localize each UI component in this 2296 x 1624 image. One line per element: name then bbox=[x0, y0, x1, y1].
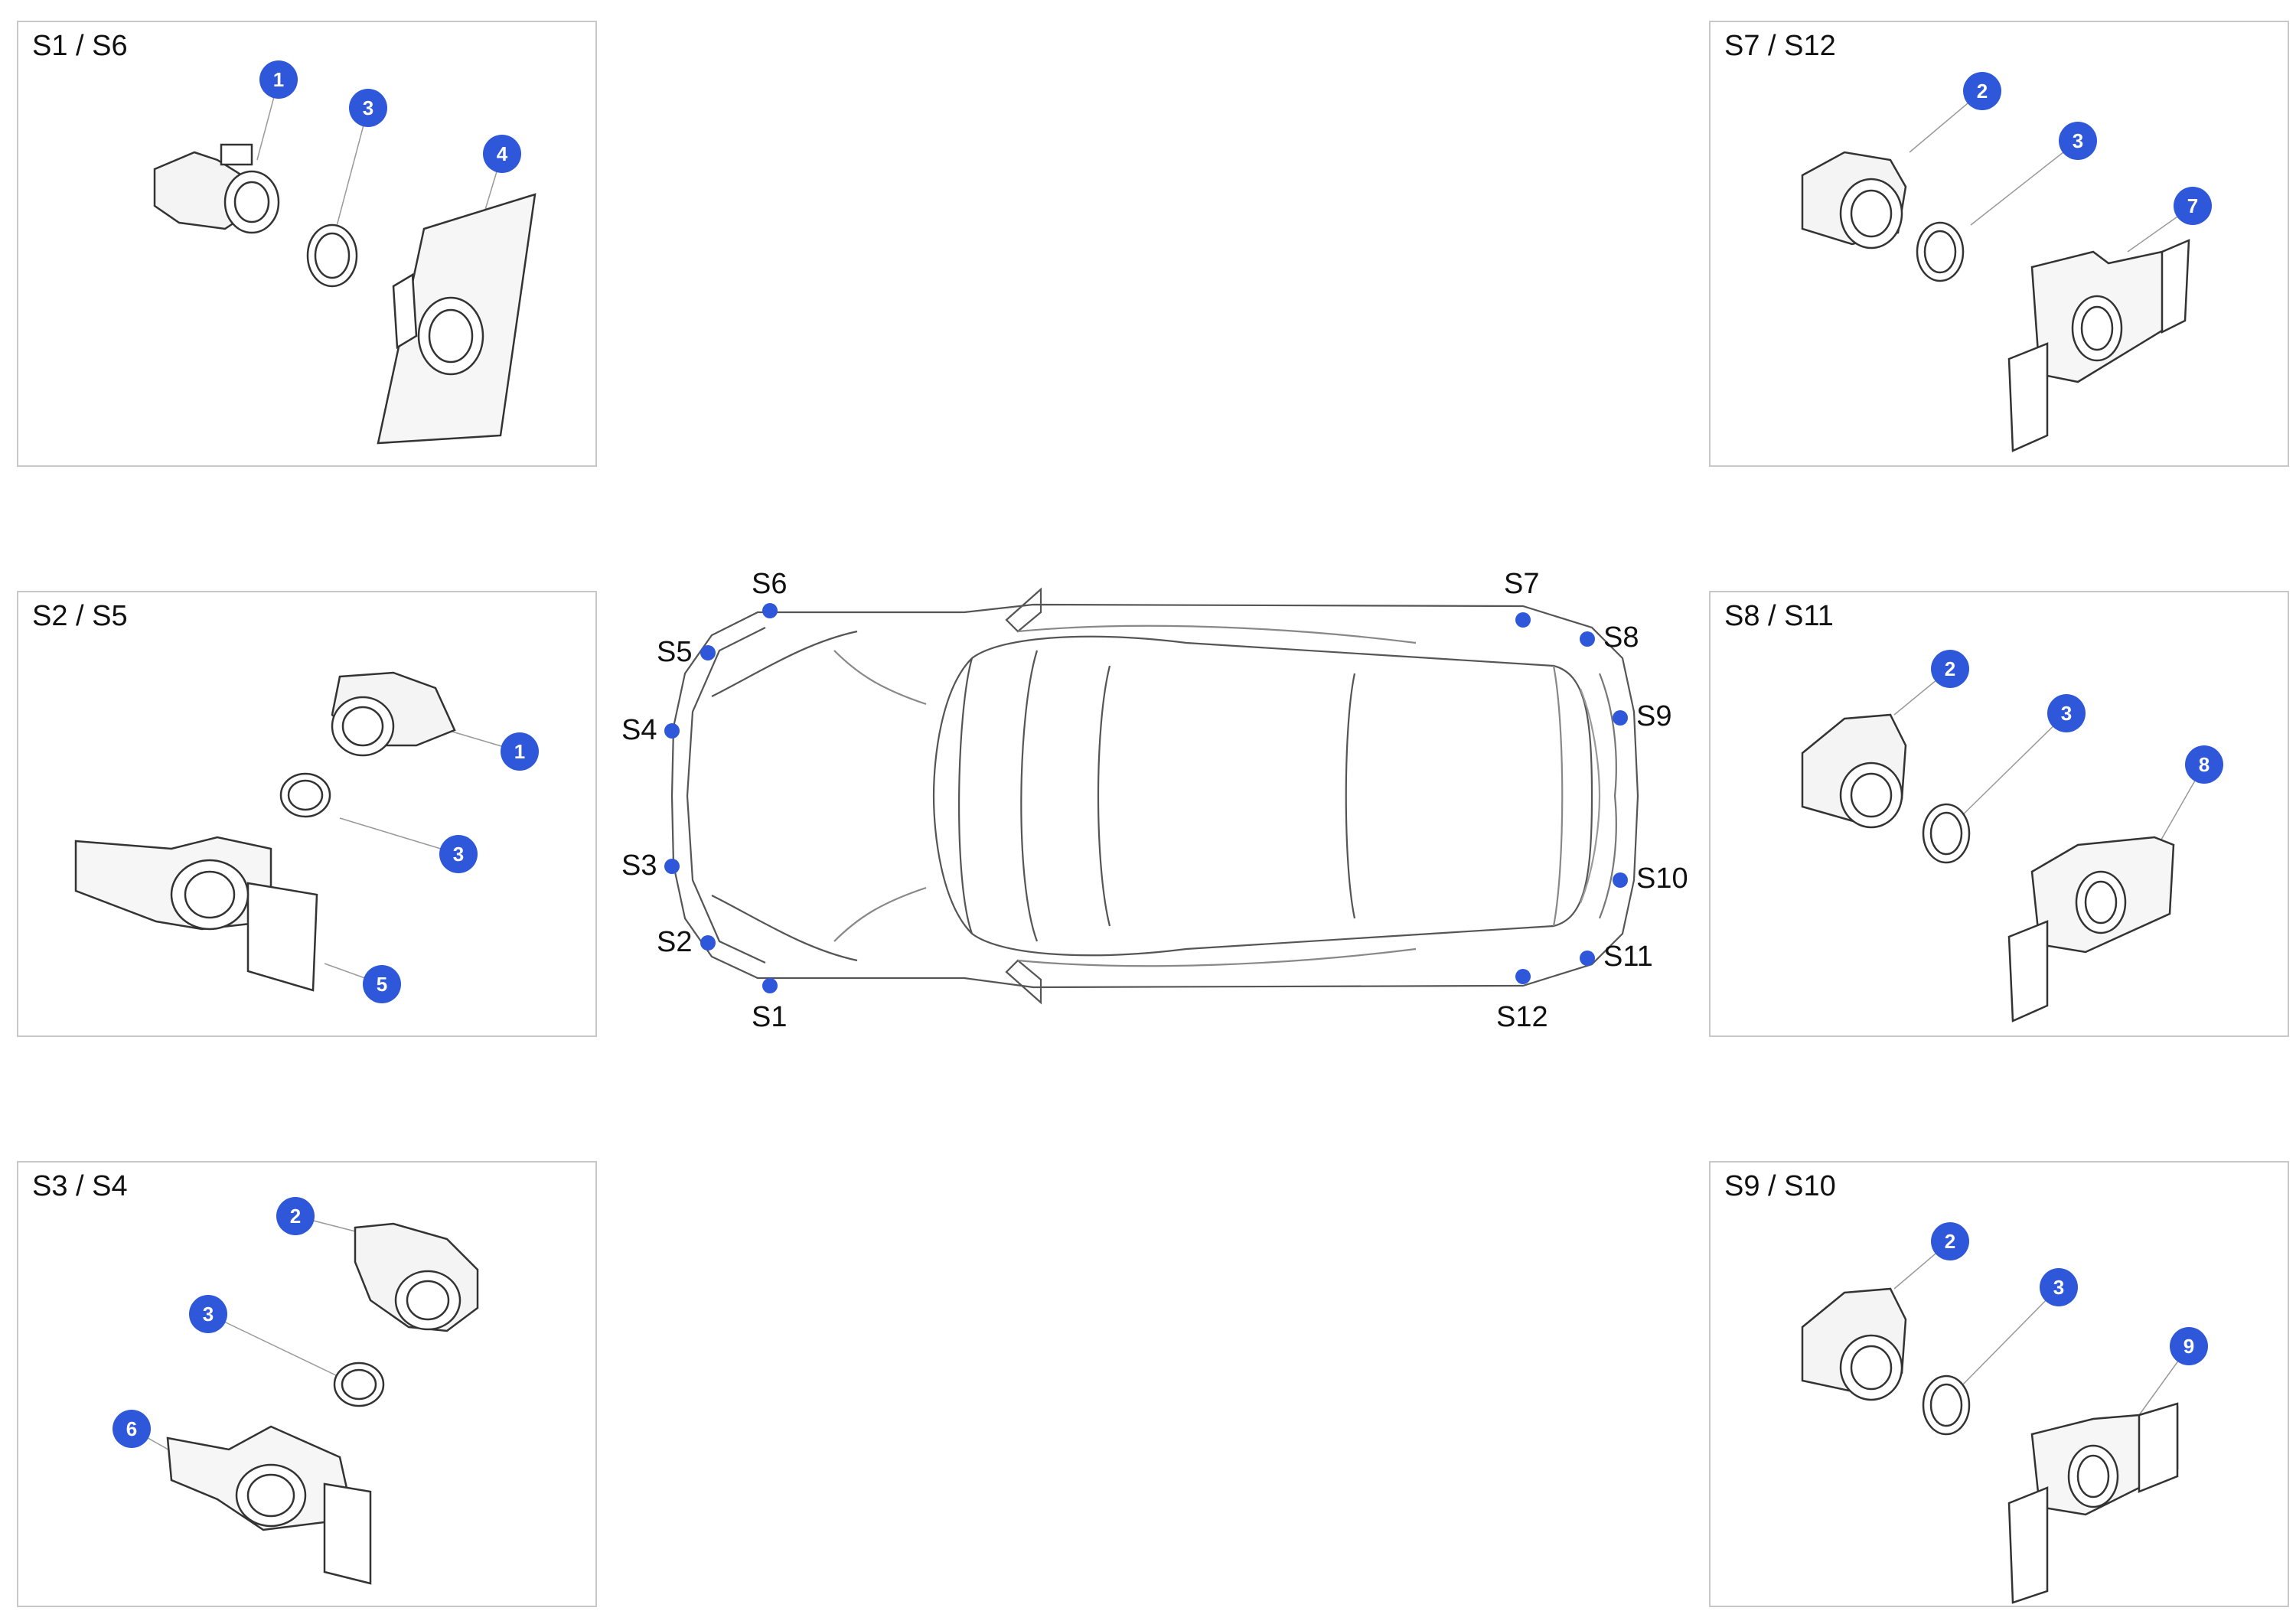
sensor-label-s10: S10 bbox=[1636, 863, 1688, 895]
callout-badge: 3 bbox=[439, 835, 478, 873]
callout-badge: 1 bbox=[501, 732, 539, 771]
sensor-dot-s8 bbox=[1580, 631, 1595, 647]
sensor-label-s6: S6 bbox=[752, 568, 788, 600]
callout-badge: 6 bbox=[113, 1410, 151, 1448]
callout-badge: 2 bbox=[1931, 650, 1969, 688]
sensor-dot-s3 bbox=[664, 859, 680, 874]
sensor-label-s3: S3 bbox=[621, 850, 657, 882]
callout-badge: 9 bbox=[2170, 1327, 2208, 1365]
sensor-label-s2: S2 bbox=[657, 926, 693, 958]
panel-s2-s5: S2 / S5 1 3 5 bbox=[17, 591, 597, 1037]
panel-title: S3 / S4 bbox=[32, 1170, 128, 1202]
sensor-label-s4: S4 bbox=[621, 714, 657, 746]
sensor-dot-s4 bbox=[664, 723, 680, 739]
parts-illustration bbox=[131, 1215, 479, 1585]
sensor-dot-s7 bbox=[1515, 612, 1531, 628]
panel-s7-s12: S7 / S12 2 3 7 bbox=[1709, 21, 2289, 467]
callout-badge: 3 bbox=[349, 89, 387, 127]
parts-illustration bbox=[153, 79, 536, 445]
panel-s9-s10: S9 / S10 2 3 9 bbox=[1709, 1161, 2289, 1607]
panel-title: S7 / S12 bbox=[1724, 30, 1836, 62]
callout-badge: 4 bbox=[483, 135, 521, 173]
sensor-label-s9: S9 bbox=[1636, 700, 1672, 732]
panel-s1-s6: S1 / S6 1 3 4 bbox=[17, 21, 597, 467]
panel-title: S1 / S6 bbox=[32, 30, 128, 62]
parts-illustration bbox=[1801, 1241, 2190, 1604]
sensor-dot-s6 bbox=[762, 603, 778, 618]
callout-badge: 3 bbox=[2059, 122, 2097, 160]
sensor-dot-s9 bbox=[1613, 710, 1628, 726]
sensor-dot-s11 bbox=[1580, 951, 1595, 966]
sensor-label-s7: S7 bbox=[1504, 568, 1540, 600]
sensor-label-s12: S12 bbox=[1496, 1001, 1548, 1033]
sensor-label-s5: S5 bbox=[657, 636, 693, 668]
callout-badge: 3 bbox=[2047, 694, 2086, 732]
sensor-label-s1: S1 bbox=[752, 1001, 788, 1033]
sensor-dot-s1 bbox=[762, 978, 778, 993]
sensor-dot-s10 bbox=[1613, 872, 1628, 888]
sensor-label-s11: S11 bbox=[1603, 941, 1653, 973]
sensor-dot-s5 bbox=[700, 645, 716, 660]
parts-illustration bbox=[1801, 668, 2205, 1022]
panel-s3-s4: S3 / S4 2 3 6 bbox=[17, 1161, 597, 1607]
panel-title: S2 / S5 bbox=[32, 600, 128, 632]
panel-title: S9 / S10 bbox=[1724, 1170, 1836, 1202]
sensor-dot-s2 bbox=[700, 935, 716, 951]
callout-badge: 2 bbox=[1963, 72, 2001, 110]
callout-badge: 5 bbox=[363, 965, 401, 1003]
car-outline bbox=[670, 587, 1639, 1005]
car-top-view: S1 S2 S3 S4 S5 S6 S7 S8 S9 S10 S11 S12 bbox=[605, 559, 1714, 1033]
callout-badge: 2 bbox=[276, 1197, 315, 1235]
panel-title: S8 / S11 bbox=[1724, 600, 1834, 632]
parts-illustration bbox=[1801, 90, 2193, 452]
sensor-dot-s12 bbox=[1515, 969, 1531, 984]
callout-badge: 7 bbox=[2174, 187, 2212, 225]
callout-badge: 8 bbox=[2185, 745, 2223, 784]
panel-s8-s11: S8 / S11 2 3 8 bbox=[1709, 591, 2289, 1037]
parts-illustration bbox=[74, 671, 520, 992]
callout-badge: 3 bbox=[189, 1295, 227, 1333]
sensor-label-s8: S8 bbox=[1603, 621, 1639, 654]
callout-badge: 1 bbox=[259, 60, 298, 99]
callout-badge: 2 bbox=[1931, 1222, 1969, 1260]
callout-badge: 3 bbox=[2040, 1268, 2078, 1306]
